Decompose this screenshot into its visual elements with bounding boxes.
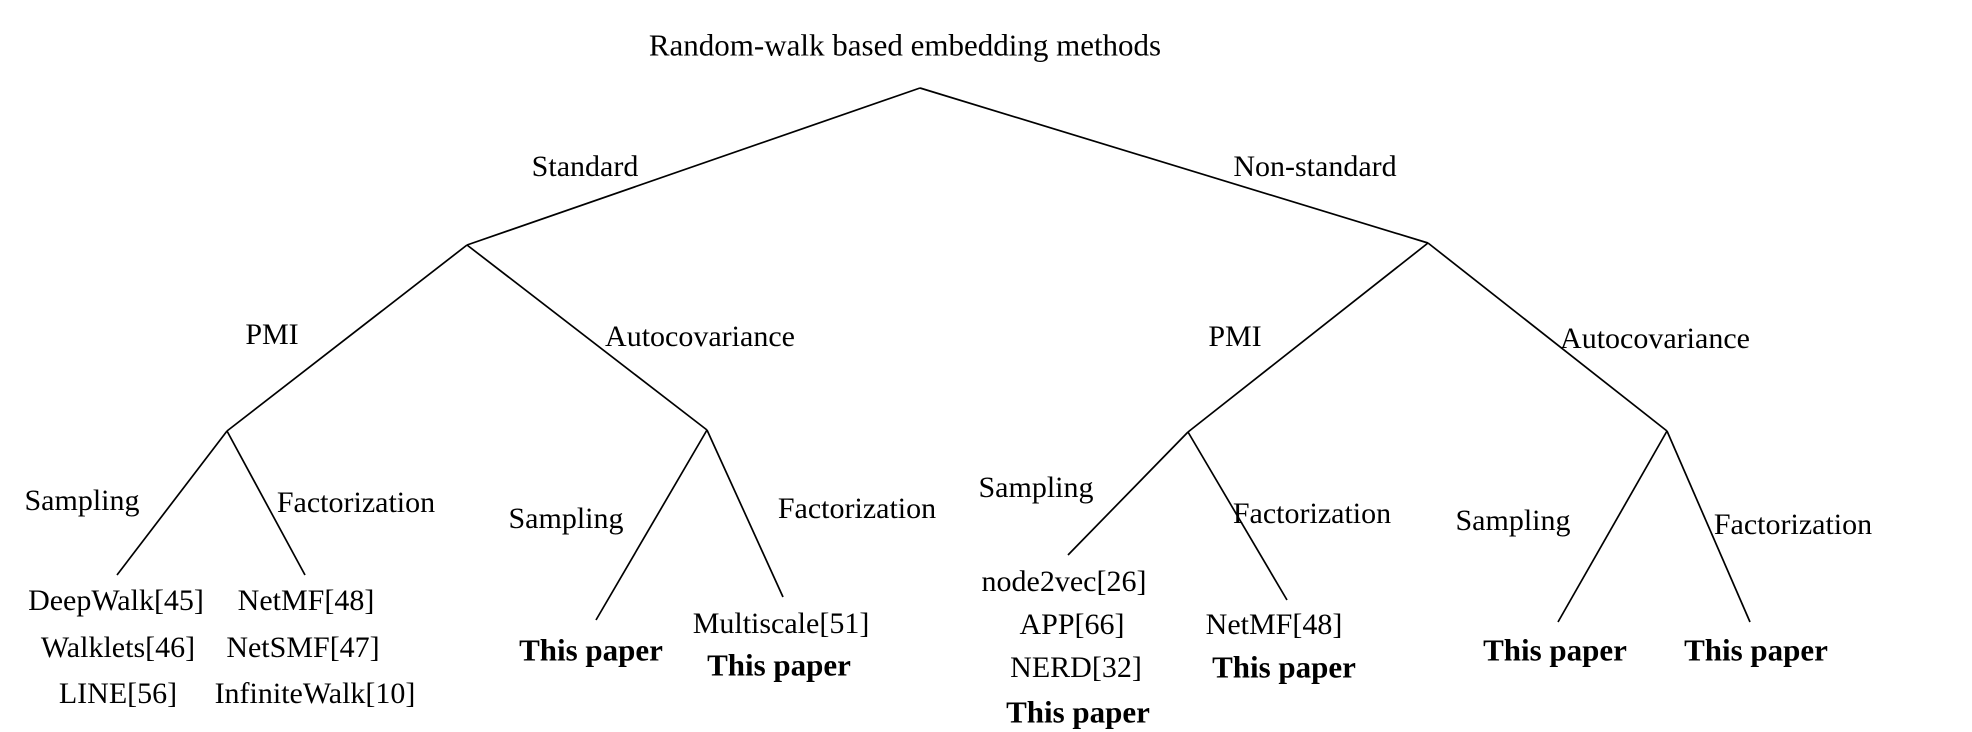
leaf-this-paper-nonstd-pmi-factorization: This paper [1212,649,1356,685]
edge-std-autocov-factorization [706,429,784,598]
leaf-walklets: Walklets[46] [40,631,196,664]
branch-label-factorization-std-autocov: Factorization [777,492,937,525]
edge-nonstd-pmi-sampling [1067,431,1189,556]
branch-label-sampling-std-autocov: Sampling [508,502,624,535]
leaf-app: APP[66] [1019,608,1125,641]
leaf-line: LINE[56] [58,677,178,710]
branch-label-sampling-std-pmi: Sampling [24,484,140,517]
leaf-netmf-non-standard: NetMF[48] [1205,608,1343,641]
edge-nonstd-pmi-factorization [1187,431,1288,601]
leaf-netsmf: NetSMF[47] [226,631,380,664]
branch-label-factorization-nonstd-autocov: Factorization [1713,508,1873,541]
edge-standard-autocovariance [466,244,708,431]
edge-root-standard [466,87,921,246]
edge-standard-pmi [226,244,468,432]
root-label: Random-walk based embedding methods [648,27,1162,63]
leaf-infinitewalk: InfiniteWalk[10] [214,677,416,710]
edge-nonstd-autocov-factorization [1666,430,1751,623]
leaf-this-paper-std-autocov-factorization: This paper [707,647,851,683]
edge-root-non-standard [919,87,1429,244]
edge-std-pmi-factorization [226,430,306,576]
branch-label-factorization-std-pmi: Factorization [276,486,436,519]
edge-std-autocov-sampling [595,429,708,621]
branch-label-pmi-non-standard: PMI [1208,320,1262,353]
branch-label-sampling-nonstd-pmi: Sampling [978,471,1094,504]
leaf-nerd: NERD[32] [1010,651,1142,684]
branch-label-pmi-standard: PMI [245,318,299,351]
branch-label-factorization-nonstd-pmi: Factorization [1232,497,1392,530]
edge-non-standard-autocovariance [1427,242,1668,432]
leaf-this-paper-nonstd-autocov-factorization: This paper [1684,632,1828,668]
leaf-netmf-standard: NetMF[48] [237,584,375,617]
leaf-this-paper-nonstd-autocov-sampling: This paper [1483,632,1627,668]
branch-label-standard: Standard [531,150,639,183]
branch-label-autocovariance-standard: Autocovariance [605,320,795,353]
leaf-deepwalk: DeepWalk[45] [28,584,204,617]
leaf-this-paper-nonstd-pmi-sampling: This paper [1006,694,1150,730]
edge-non-standard-pmi [1187,242,1429,433]
branch-label-autocovariance-non-standard: Autocovariance [1560,322,1750,355]
leaf-this-paper-std-autocov-sampling: This paper [519,632,663,668]
branch-label-non-standard: Non-standard [1233,150,1397,183]
branch-label-sampling-nonstd-autocov: Sampling [1455,504,1571,537]
edge-std-pmi-sampling [116,430,228,576]
leaf-node2vec: node2vec[26] [981,565,1147,598]
leaf-multiscale: Multiscale[51] [692,607,870,640]
edge-nonstd-autocov-sampling [1557,430,1668,623]
